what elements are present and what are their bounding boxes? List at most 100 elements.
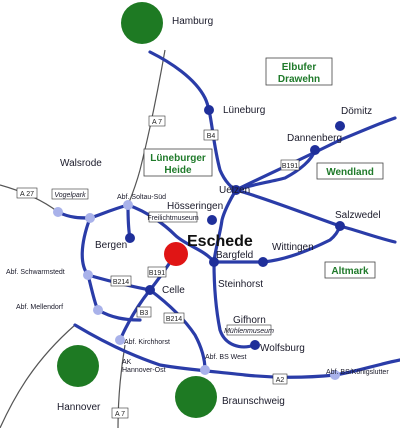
wendland-box (316, 162, 384, 180)
b4-tag: B4 (207, 133, 216, 140)
wolfsburg-label: Wolfsburg (260, 343, 305, 354)
abf-soltau-sud-label: Abf. Soltau-Süd (117, 194, 166, 201)
a2-tag-box (272, 373, 288, 385)
muhlenmuseum-box (226, 324, 272, 336)
b3-tag: B3 (140, 310, 149, 317)
luneburger-label-2: Heide (164, 165, 192, 176)
braunschweig-marker (175, 376, 217, 418)
salzwedel-node (335, 221, 345, 231)
a27-tag: A 27 (20, 191, 34, 198)
wittingen-road (212, 224, 342, 264)
dannenberg-label: Dannenberg (287, 133, 342, 144)
a2-east-road (73, 323, 400, 379)
b4-tag-box (203, 129, 219, 141)
kirchhorst-node (115, 335, 125, 345)
b214-south-tag-box (163, 312, 185, 324)
a27-tag-box (16, 187, 38, 199)
uelzen-node (231, 185, 241, 195)
b191-celle-tag-box (147, 266, 167, 278)
uelzen-dannenberg-road (234, 148, 317, 192)
b214-west-tag-box (110, 275, 132, 287)
bs-west-node (200, 365, 210, 375)
uelzen-salzwedel-road (234, 188, 397, 244)
light-nodes (53, 200, 340, 380)
muhlenmuseum-label: Mühlenmuseum (224, 328, 274, 335)
wittingen-node (258, 257, 268, 267)
vogelpark-box (51, 188, 89, 200)
soltau-eschede-road (126, 203, 216, 264)
mellendorf-node (93, 305, 103, 315)
hamburg-marker (121, 2, 163, 44)
major-cities (57, 2, 217, 418)
a7-north-road (127, 49, 166, 206)
a2-west-road (0, 324, 76, 428)
bergen-label: Bergen (95, 240, 127, 251)
gifhorn-label: Gifhorn (233, 315, 266, 326)
eschede-marker (164, 242, 188, 266)
b3-tag-box (136, 306, 152, 318)
luneburg-label: Lüneburg (223, 105, 265, 116)
elbufer-box (265, 57, 333, 86)
hosseringen-node (207, 215, 217, 225)
schwarmstedt-node (83, 270, 93, 280)
uelzen-label: Uelzen (219, 185, 250, 196)
altmark-box (324, 261, 376, 279)
a7-south-tag: A 7 (115, 411, 125, 418)
celle-label: Celle (162, 285, 185, 296)
domitz-label: Dömitz (341, 106, 372, 117)
ak-label-1: AK (122, 359, 132, 366)
vogelpark-label: Vogelpark (54, 192, 86, 199)
konigslutter-node (330, 370, 340, 380)
luneburg-node (204, 105, 214, 115)
abf-kirchhorst-label: Abf. Kirchhorst (124, 339, 170, 346)
celle-node (145, 285, 155, 295)
bargfeld-label: Bargfeld (216, 250, 253, 261)
hannover-marker (57, 345, 99, 387)
hamburg-label: Hamburg (172, 16, 213, 27)
a7-north-tag: A 7 (152, 119, 162, 126)
soltau-sud-node (123, 200, 133, 210)
vogelpark-node (85, 213, 95, 223)
dark-nodes (125, 105, 345, 350)
dannenberg-node (310, 145, 320, 155)
gray-roads (0, 49, 166, 428)
abf-bs-konigslutter-label: Abf. BS/Königslutter (326, 369, 389, 376)
altmark-label: Altmark (331, 266, 369, 277)
uelzen-south-road (212, 188, 238, 264)
a7-south-road (117, 344, 126, 428)
a7-south-tag-box (111, 407, 129, 419)
eschede-label: Eschede (187, 233, 253, 250)
b191-east-tag: B191 (282, 163, 298, 170)
a7-north-tag-box (148, 115, 166, 127)
uelzen-domitz-road (234, 116, 397, 192)
freilichtmuseum-box (148, 211, 198, 223)
hosseringen-label: Hösseringen (167, 201, 223, 212)
domitz-node (335, 121, 345, 131)
walsrode-node (53, 207, 63, 217)
wendland-label: Wendland (326, 167, 374, 178)
walsrode-label: Walsrode (60, 158, 102, 169)
b4-road (148, 50, 238, 192)
abf-schwarmstedt-label: Abf. Schwarmstedt (6, 269, 65, 276)
b214-south-tag: B214 (166, 316, 182, 323)
freilichtmuseum-label: Freilichtmuseum (147, 215, 199, 222)
annotations: Vogelpark Abf. Soltau-Süd Freilichtmuseu… (6, 188, 389, 376)
road-tags: A 7 B4 B191 A 27 B191 B214 B3 B214 A2 A … (16, 115, 300, 419)
region-boxes: Elbufer Drawehn Lüneburger Heide Wendlan… (143, 57, 384, 279)
bergen-node (125, 233, 135, 243)
hannover-label: Hannover (57, 402, 101, 413)
city-labels: Hamburg Lüneburg Dömitz Dannenberg Uelze… (57, 16, 381, 413)
braunschweig-label: Braunschweig (222, 396, 285, 407)
b214-west-tag: B214 (113, 279, 129, 286)
a2-tag: A2 (276, 377, 285, 384)
ak-label-2: Hannover-Ost (122, 367, 166, 374)
elbufer-label-2: Drawehn (278, 74, 320, 85)
steinhorst-wolfsburg-road (212, 260, 257, 349)
bargfeld-node (209, 257, 219, 267)
abf-mellendorf-label: Abf. Mellendorf (16, 304, 63, 311)
elbufer-label-1: Elbufer (282, 62, 317, 73)
salzwedel-label: Salzwedel (335, 210, 381, 221)
luneburger-box (143, 148, 213, 177)
steinhorst-label: Steinhorst (218, 279, 263, 290)
